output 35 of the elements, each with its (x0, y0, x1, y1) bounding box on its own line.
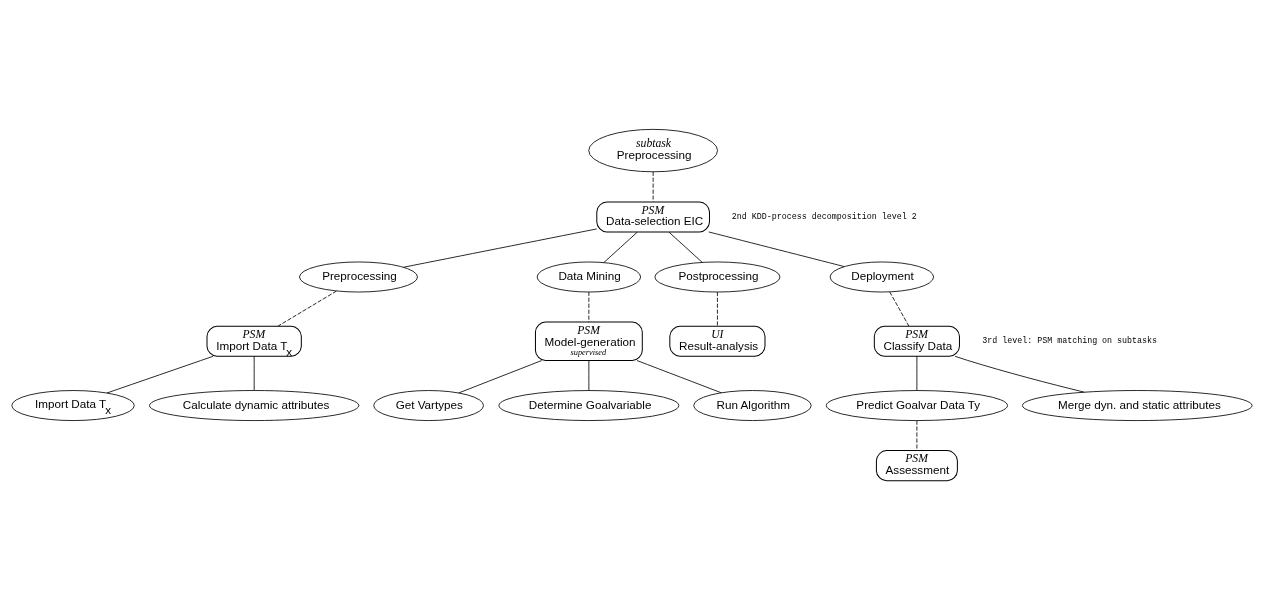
node-ellipse: Data Mining (536, 261, 642, 292)
connector (668, 231, 703, 263)
connector (277, 290, 337, 326)
connector (889, 291, 910, 326)
connector (106, 355, 214, 393)
node-ellipse: Calculate dynamic attributes (149, 389, 360, 421)
connector (636, 359, 722, 393)
connector (403, 228, 598, 268)
connector (916, 355, 918, 391)
node-ellipse: Get Vartypes (373, 389, 484, 421)
node-ellipse: Predict Goalvar Data Ty (825, 389, 1008, 421)
node-ellipse: Merge dyn. and static attributes (1022, 389, 1253, 421)
connector (916, 419, 918, 451)
connector (954, 355, 1085, 393)
node-box: PSM Data-selection EIC (596, 200, 710, 232)
node-ellipse: Deployment (829, 261, 934, 292)
connector (458, 359, 543, 393)
connector (253, 355, 255, 391)
connector (717, 291, 718, 326)
connector (588, 291, 590, 322)
label: 3rd level: PSM matching on subtasks (982, 335, 1158, 346)
node-box: PSM Assessment (875, 449, 958, 481)
label: 2nd KDD-process decomposition level 2 (731, 211, 917, 222)
node-ellipse: Run Algorithm (693, 389, 812, 421)
connector (652, 170, 654, 202)
node-ellipse: Postprocessing (654, 261, 781, 292)
node-ellipse: Determine Goalvariable (498, 389, 680, 421)
connector (588, 359, 590, 391)
connector (603, 231, 638, 263)
node-box: PSM Classify Data (873, 325, 960, 357)
node-ellipse: Preprocessing (299, 261, 418, 292)
node-box: UI Result-analysis (669, 325, 766, 357)
connector (708, 231, 845, 267)
node-ellipse: subtask Preprocessing (588, 128, 718, 172)
node-box: PSM Model-generation supervised (534, 321, 643, 361)
